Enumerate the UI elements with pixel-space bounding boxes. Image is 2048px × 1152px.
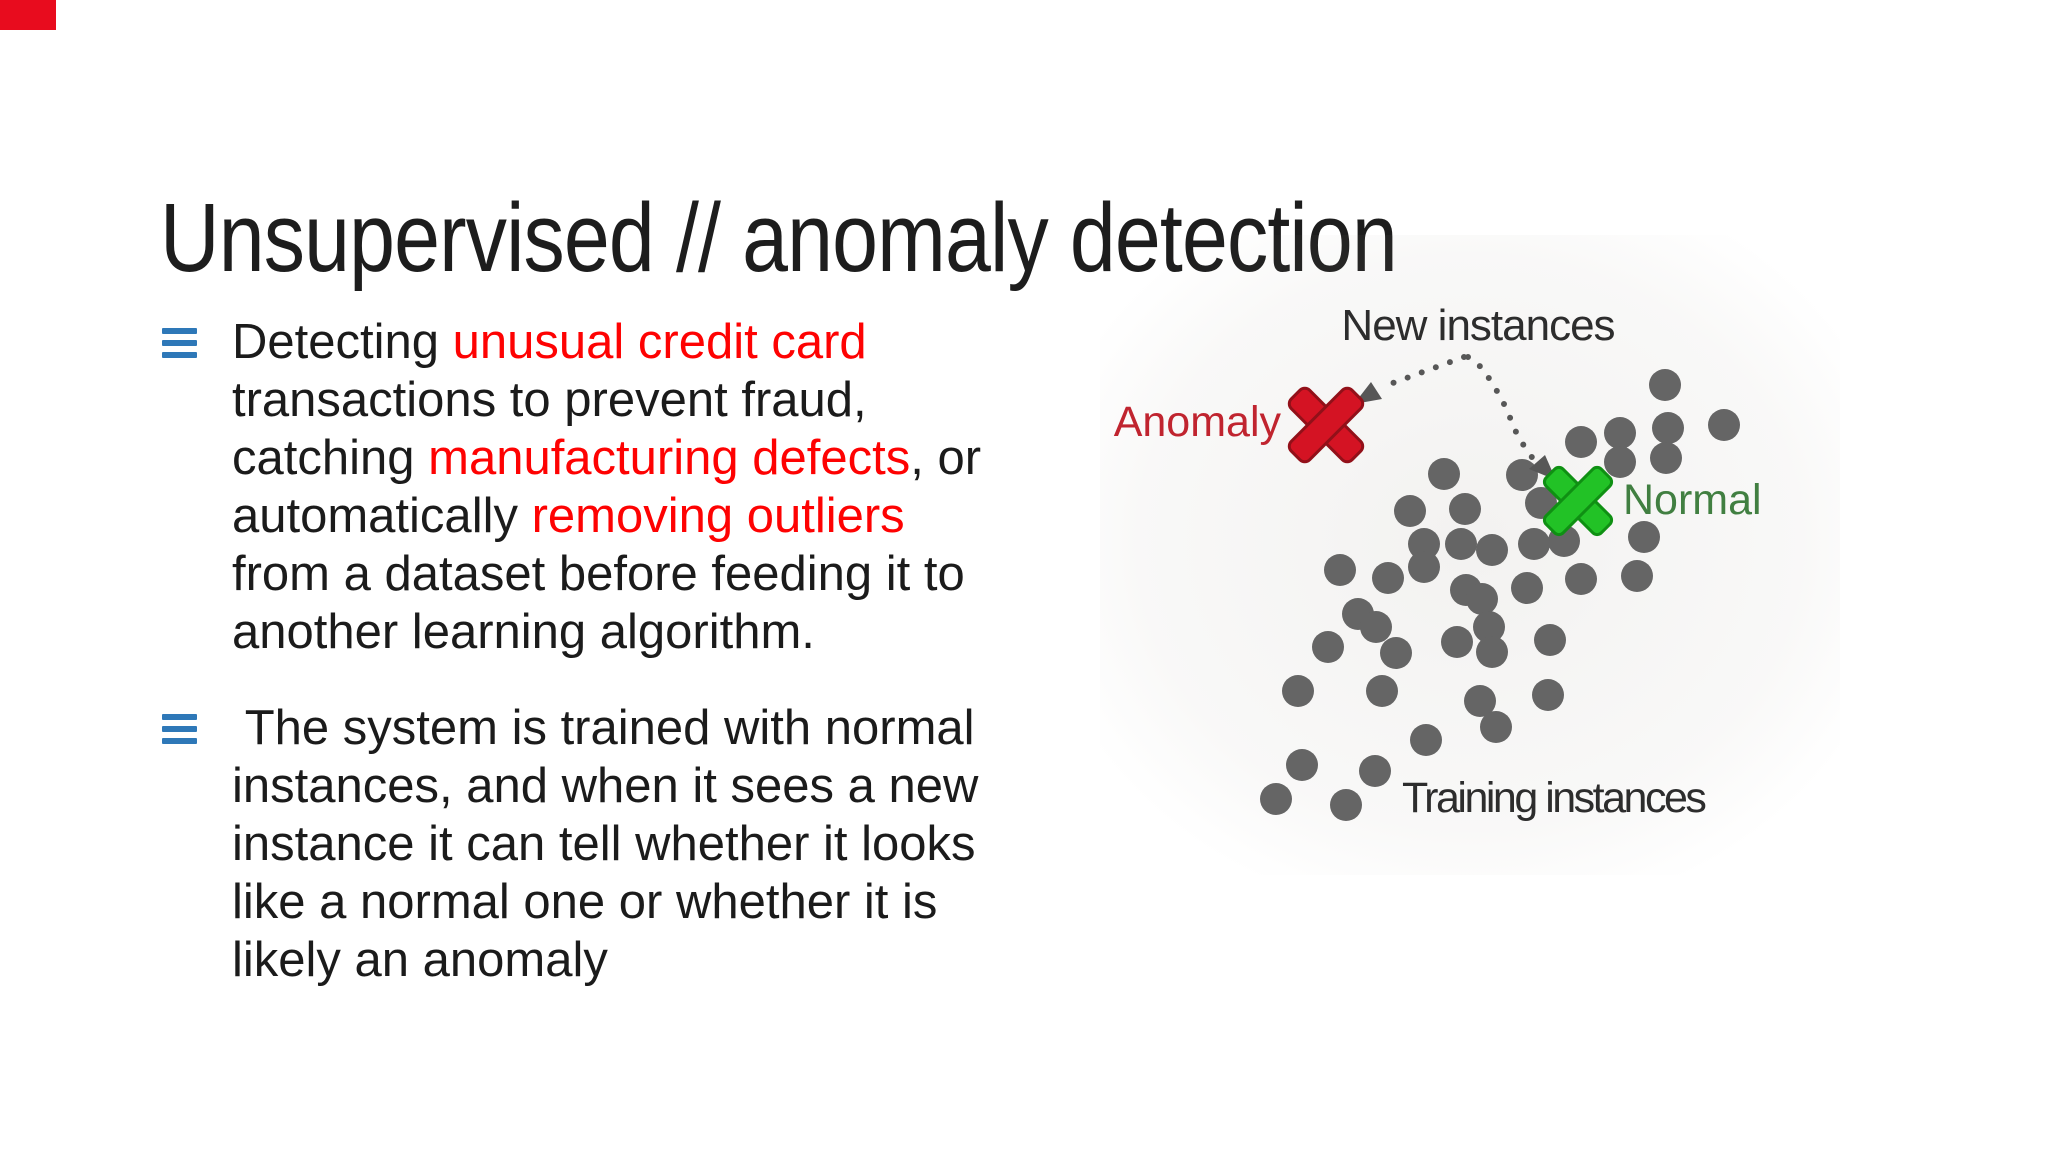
training-dot	[1649, 369, 1681, 401]
training-dot	[1565, 563, 1597, 595]
training-dot	[1408, 551, 1440, 583]
training-dot	[1476, 636, 1508, 668]
dotted-arrow-to-anomaly	[1387, 354, 1467, 387]
training-dot	[1330, 789, 1362, 821]
training-dot	[1359, 755, 1391, 787]
training-dot	[1312, 631, 1344, 663]
training-dot	[1282, 675, 1314, 707]
training-dot	[1394, 495, 1426, 527]
training-dot	[1473, 611, 1505, 643]
training-dot	[1628, 521, 1660, 553]
red-corner-marker	[0, 0, 56, 30]
training-dot	[1532, 679, 1564, 711]
body-text: another learning algorithm.	[232, 605, 815, 659]
bullet-marker-icon	[162, 714, 197, 750]
body-text: like a normal one or whether it is	[232, 875, 938, 929]
training-dot	[1708, 409, 1740, 441]
training-dot	[1466, 583, 1498, 615]
training-dot	[1366, 675, 1398, 707]
training-dot	[1480, 711, 1512, 743]
training-dot	[1506, 459, 1538, 491]
training-dot	[1621, 560, 1653, 592]
training-dot	[1464, 685, 1496, 717]
training-dot	[1428, 458, 1460, 490]
training-dot	[1260, 783, 1292, 815]
anomaly-x-icon	[1287, 386, 1365, 464]
training-dot	[1372, 562, 1404, 594]
body-text: catching	[232, 431, 429, 485]
training-dot	[1652, 412, 1684, 444]
label-anomaly: Anomaly	[1114, 398, 1282, 446]
anomaly-detection-figure: New instances Anomaly Normal Training in…	[1100, 235, 1840, 875]
bullet-marker-icon	[162, 328, 197, 364]
training-dot	[1360, 611, 1392, 643]
highlighted-text: removing outliers	[531, 489, 905, 543]
training-dot	[1511, 572, 1543, 604]
training-dot	[1565, 426, 1597, 458]
training-dot	[1476, 534, 1508, 566]
dotted-arrow-to-normal	[1465, 354, 1538, 464]
body-text: transactions to prevent fraud,	[232, 373, 867, 427]
training-dot	[1445, 528, 1477, 560]
body-text: instance it can tell whether it looks	[232, 817, 976, 871]
body-text: automatically	[232, 489, 532, 543]
highlighted-text: manufacturing defects	[428, 431, 911, 485]
body-text: from a dataset before feeding it to	[232, 547, 965, 601]
label-normal: Normal	[1623, 476, 1762, 524]
body-text: Detecting	[232, 315, 453, 369]
training-dot	[1604, 417, 1636, 449]
training-dot	[1650, 442, 1682, 474]
training-dot	[1286, 749, 1318, 781]
training-dot	[1324, 554, 1356, 586]
training-dot	[1518, 528, 1550, 560]
body-text: likely an anomaly	[232, 933, 608, 987]
training-dot	[1534, 624, 1566, 656]
label-training-instances: Training instances	[1402, 774, 1705, 822]
body-text: The system is trained with normal	[232, 701, 975, 755]
training-instance-dots	[1260, 369, 1740, 821]
training-dot	[1410, 724, 1442, 756]
highlighted-text: unusual credit card	[452, 315, 867, 369]
training-dot	[1380, 637, 1412, 669]
training-dot	[1441, 626, 1473, 658]
body-text: , or	[910, 431, 982, 485]
normal-x-icon	[1542, 465, 1614, 537]
training-dot	[1408, 528, 1440, 560]
training-dot	[1449, 493, 1481, 525]
label-new-instances: New instances	[1341, 301, 1614, 350]
training-dot	[1604, 446, 1636, 478]
body-text: instances, and when it sees a new	[232, 759, 979, 813]
